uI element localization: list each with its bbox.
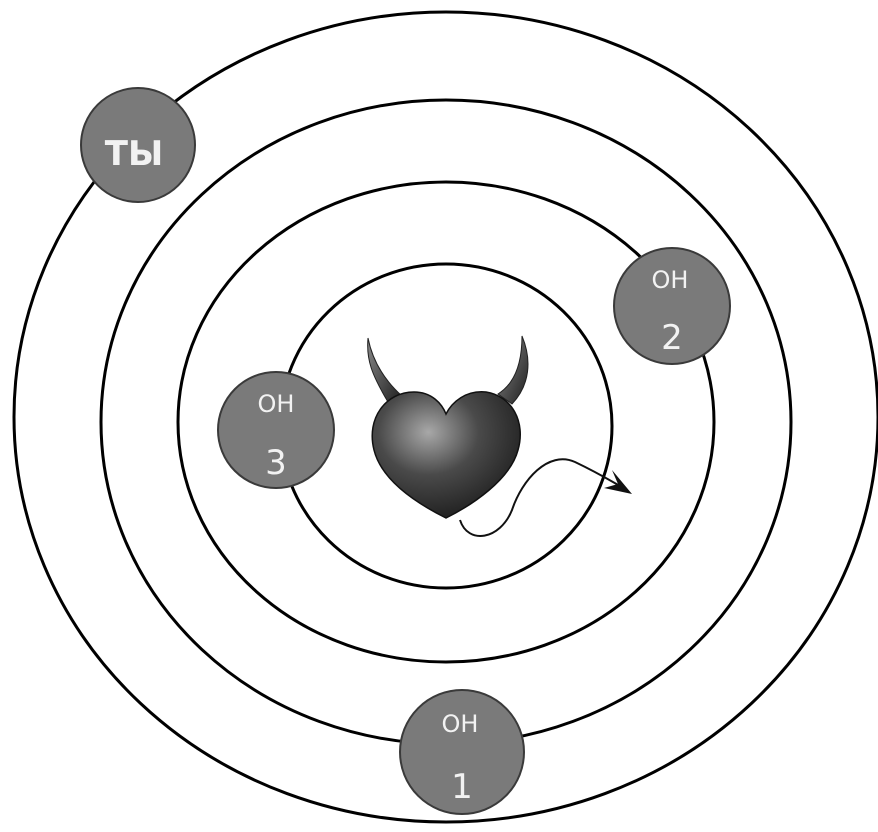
devil-heart-icon [368,336,632,536]
node-he-3-number: 3 [265,443,287,483]
tail-tip-icon [604,470,632,494]
right-horn [498,336,528,404]
left-horn [368,338,402,402]
node-he-2-number: 2 [661,318,683,358]
node-you: ТЫ [81,88,195,202]
node-he-1-number: 1 [451,767,473,807]
node-he-2: ОН 2 [614,248,730,364]
node-you-label: ТЫ [105,134,163,174]
node-he-2-label: ОН [652,266,689,294]
node-he-3: ОН 3 [218,372,334,488]
heart-body [372,392,520,518]
node-he-3-label: ОН [258,390,295,418]
node-he-1-label: ОН [442,710,479,738]
node-he-1: ОН 1 [400,690,524,814]
